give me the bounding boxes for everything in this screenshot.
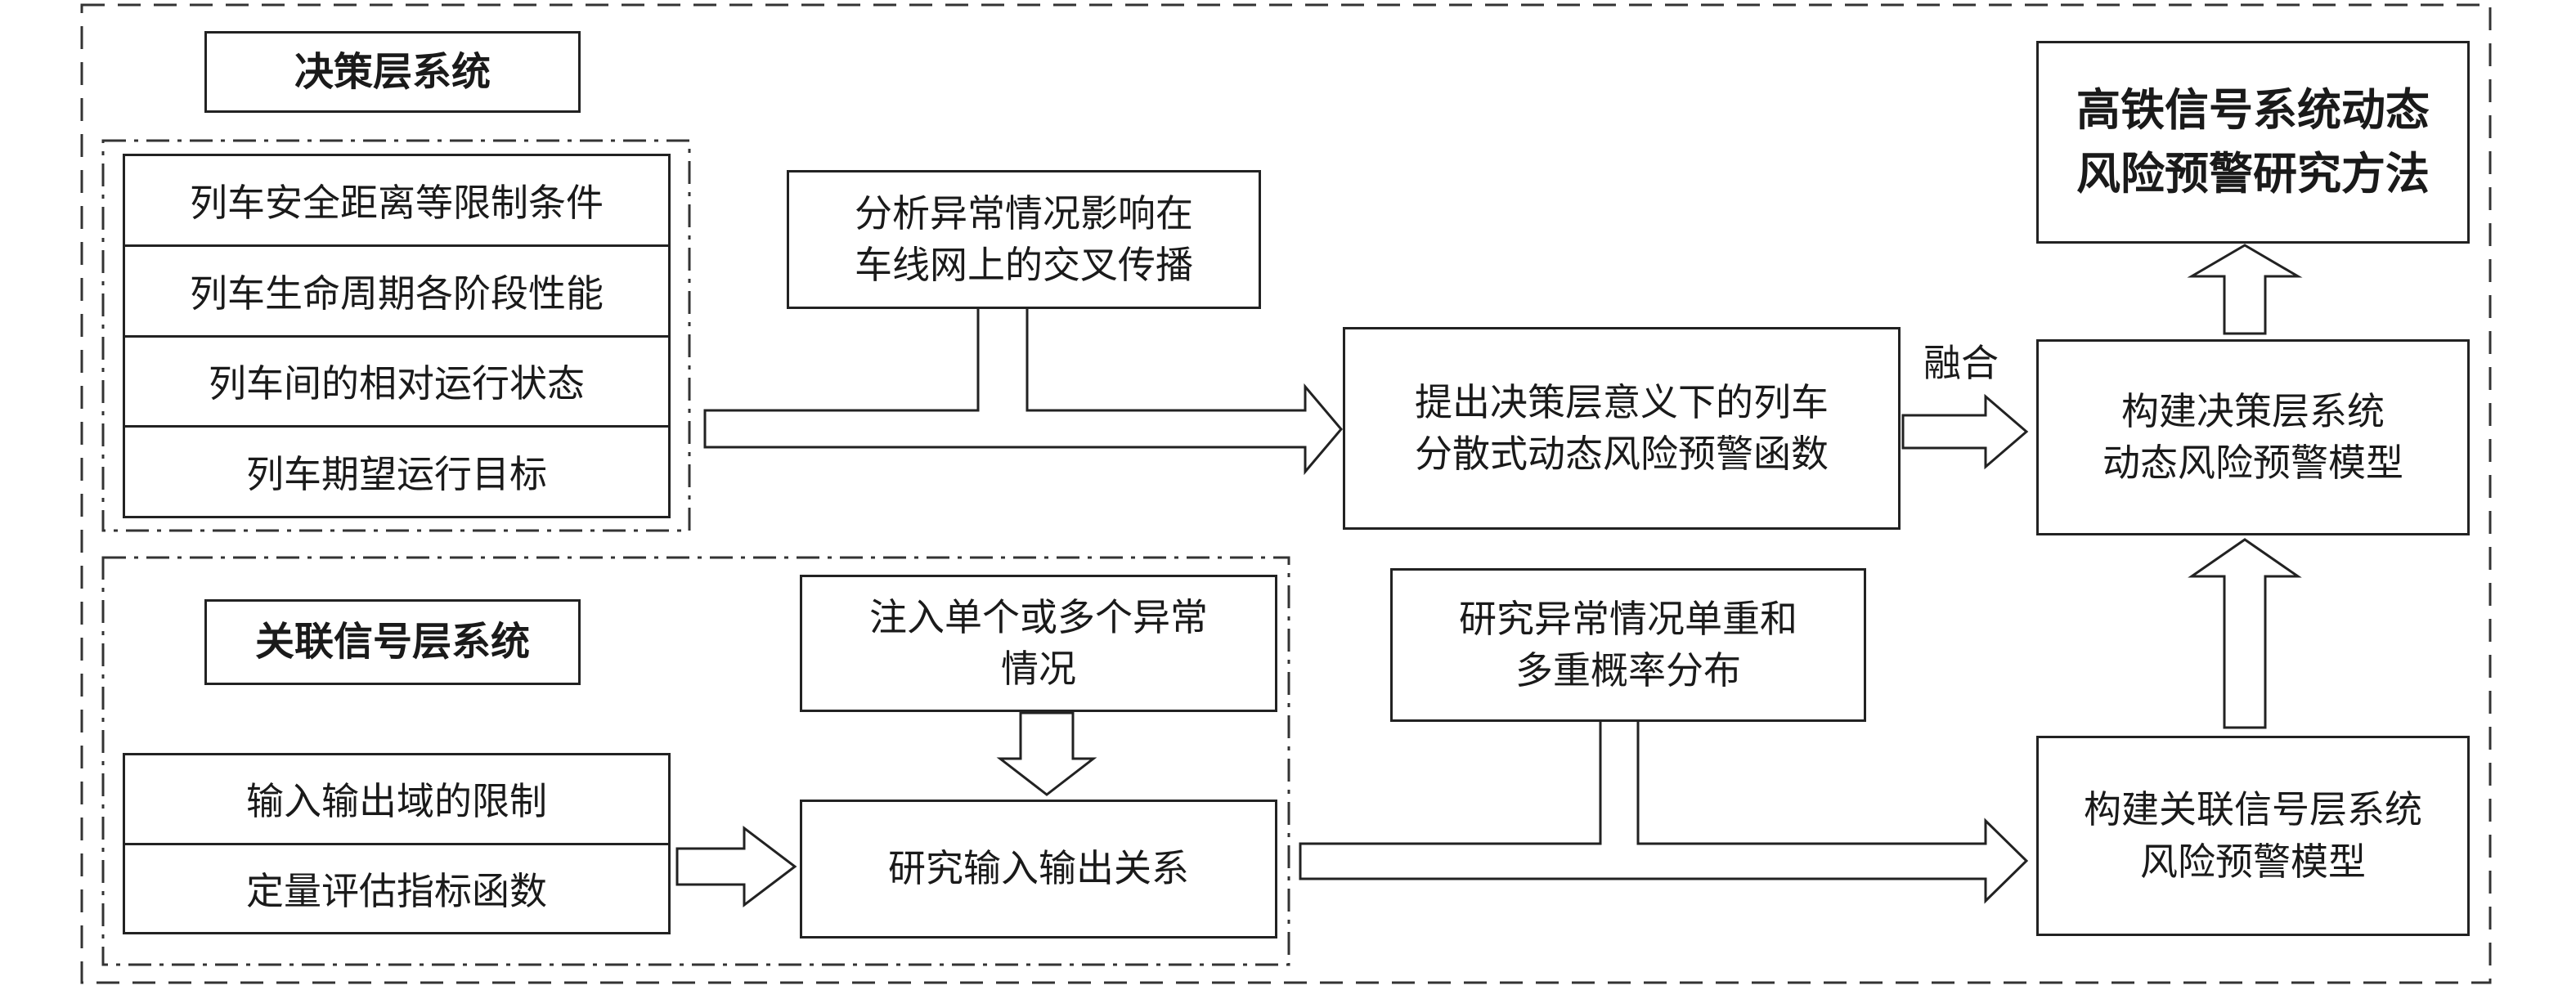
decision-item-relative-state: 列车间的相对运行状态 [125, 334, 668, 426]
inject-anomaly-box: 注入单个或多个异常 情况 [800, 575, 1277, 712]
outer-frame [80, 3, 2492, 984]
fusion-label: 融合 [1923, 341, 1999, 385]
decision-to-final-arrow [2187, 244, 2303, 335]
decision-item-lifecycle-performance: 列车生命周期各阶段性能 [125, 244, 668, 335]
decision-layer-group-frame [101, 139, 691, 532]
final-method-box: 高铁信号系统动态 风险预警研究方法 [2036, 41, 2470, 244]
signal-to-decision-arrow [2188, 538, 2302, 729]
signal-layer-title: 关联信号层系统 [204, 599, 581, 685]
io-relation-box: 研究输入输出关系 [800, 800, 1277, 938]
decision-layer-items: 列车安全距离等限制条件 列车生命周期各阶段性能 列车间的相对运行状态 列车期望运… [123, 154, 671, 518]
inject-to-io-arrow [996, 711, 1097, 796]
decision-layer-title: 决策层系统 [204, 31, 581, 113]
probability-distribution-box: 研究异常情况单重和 多重概率分布 [1390, 568, 1866, 722]
io-to-signal-model-arrow [1299, 722, 2029, 904]
decision-item-safety-distance: 列车安全距离等限制条件 [190, 180, 604, 225]
signal-item-evaluation-function: 定量评估指标函数 [125, 842, 668, 933]
decision-model-box: 构建决策层系统 动态风险预警模型 [2036, 339, 2470, 535]
signal-layer-items: 输入输出域的限制 定量评估指标函数 [123, 753, 671, 934]
signal-model-box: 构建关联信号层系统 风险预警模型 [2036, 736, 2470, 936]
analyze-to-propose-arrow [703, 308, 1343, 476]
signal-item-io-domain-limit: 输入输出域的限制 [246, 779, 547, 824]
signal-items-to-io-arrow [675, 825, 797, 908]
decision-item-expected-target: 列车期望运行目标 [125, 425, 668, 516]
analyze-propagation-box: 分析异常情况影响在 车线网上的交叉传播 [787, 170, 1261, 309]
propose-function-box: 提出决策层意义下的列车 分散式动态风险预警函数 [1343, 327, 1901, 530]
signal-layer-group-frame [101, 556, 1290, 966]
fusion-arrow [1901, 393, 2029, 470]
